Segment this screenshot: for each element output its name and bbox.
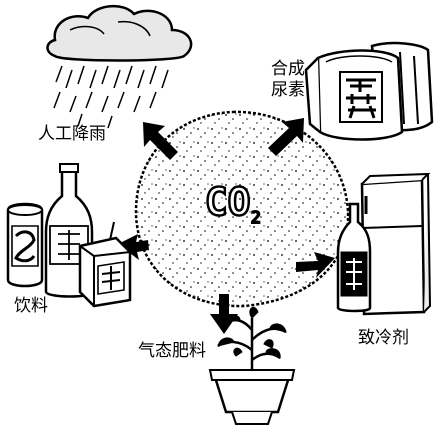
label-synthetic-urea-line1: 合成 bbox=[271, 59, 305, 79]
arrow-to-drink bbox=[118, 234, 149, 260]
label-synthetic-urea-line2: 尿素 bbox=[271, 80, 305, 100]
refrigerator-icon bbox=[336, 172, 432, 316]
label-refrigerant: 致冷剂 bbox=[358, 328, 409, 348]
beverage-bottles-icon bbox=[6, 163, 132, 308]
co2-formula: CO2 bbox=[203, 179, 262, 229]
rain-cloud-icon bbox=[46, 5, 193, 129]
co2-circle bbox=[134, 110, 350, 308]
potted-plant-icon bbox=[208, 306, 296, 425]
fertilizer-sack-icon bbox=[304, 41, 434, 141]
arrow-to-fridge bbox=[296, 252, 335, 278]
label-artificial-rain: 人工降雨 bbox=[38, 124, 106, 144]
arrow-to-urea bbox=[268, 118, 304, 156]
label-gaseous-fertilizer: 气态肥料 bbox=[138, 341, 206, 361]
arrow-to-plant bbox=[210, 294, 238, 334]
label-beverages: 饮料 bbox=[14, 296, 48, 316]
arrow-to-rain bbox=[143, 122, 178, 160]
